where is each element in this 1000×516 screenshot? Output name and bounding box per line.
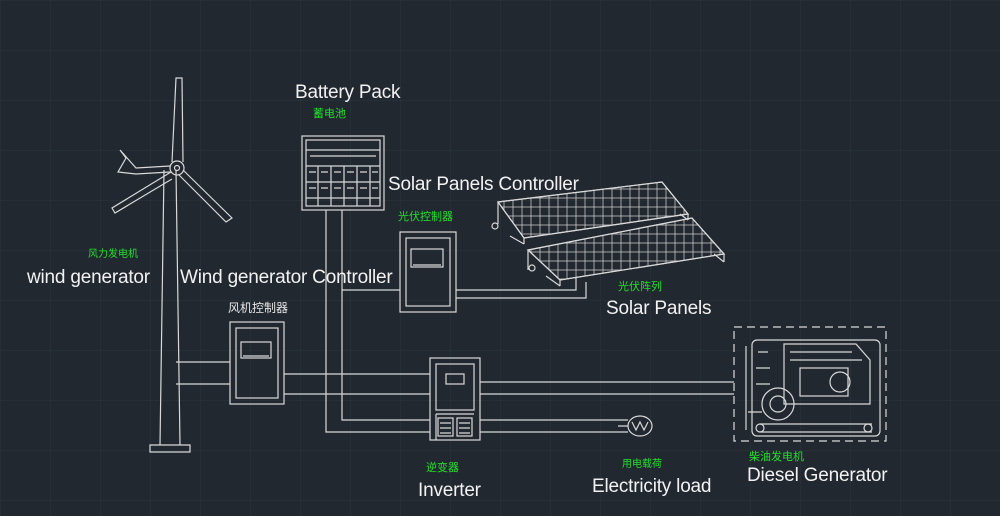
battery-pack-label: Battery Pack bbox=[295, 82, 401, 103]
solar-controller-label-cn: 光伏控制器 bbox=[398, 210, 453, 223]
solar-panels-icon bbox=[491, 181, 726, 287]
inverter-icon bbox=[429, 357, 481, 441]
solar-controller-label: Solar Panels Controller bbox=[388, 174, 579, 195]
battery-pack-icon bbox=[301, 135, 385, 211]
solar-panels-label-cn: 光伏阵列 bbox=[618, 280, 662, 293]
wind-turbine-icon bbox=[111, 77, 233, 453]
electricity-load-label-cn: 用电载荷 bbox=[622, 459, 662, 470]
wiring bbox=[176, 210, 734, 433]
diesel-generator-icon bbox=[733, 326, 887, 442]
light-bulb-icon bbox=[618, 415, 653, 437]
wind-generator-label: wind generator bbox=[27, 267, 150, 288]
solar-panels-label: Solar Panels bbox=[606, 298, 712, 319]
electricity-load-label: Electricity load bbox=[592, 476, 712, 497]
inverter-label: Inverter bbox=[418, 480, 481, 501]
solar-controller-icon bbox=[399, 231, 457, 313]
wind-controller-icon bbox=[229, 321, 285, 405]
diesel-generator-label: Diesel Generator bbox=[747, 465, 888, 486]
diesel-generator-label-cn: 柴油发电机 bbox=[749, 450, 804, 463]
wind-generator-label-cn: 风力发电机 bbox=[88, 249, 138, 260]
inverter-label-cn: 逆变器 bbox=[426, 461, 459, 474]
wind-controller-label-cn: 风机控制器 bbox=[228, 301, 289, 315]
battery-pack-label-cn: 蓄电池 bbox=[313, 107, 346, 120]
wind-controller-label: Wind generator Controller bbox=[180, 267, 393, 288]
